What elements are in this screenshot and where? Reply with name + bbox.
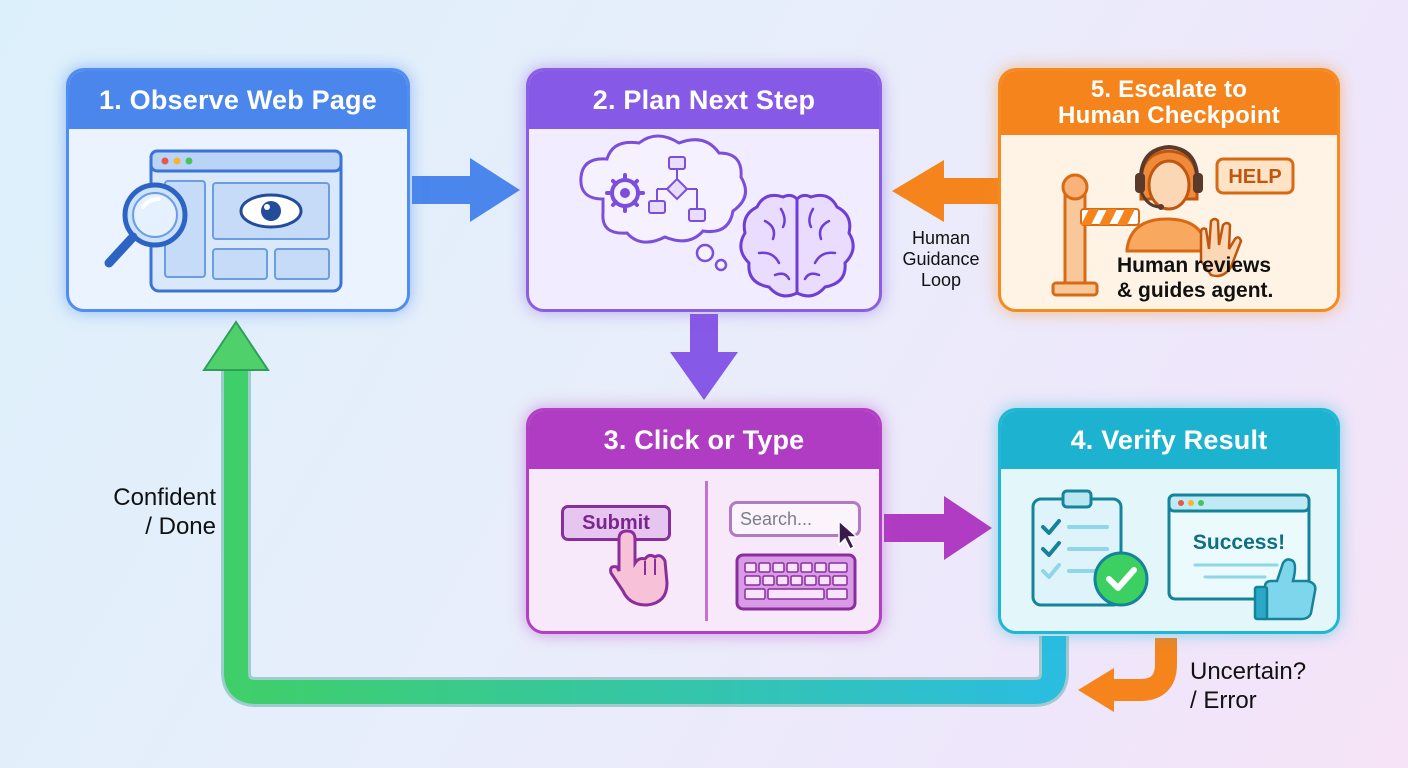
success-window-icon — [1167, 493, 1317, 621]
escalate-caption-line2: & guides agent. — [1117, 279, 1274, 303]
submit-button[interactable]: Submit — [561, 505, 671, 541]
arrow-act-to-verify — [884, 496, 992, 560]
confident-line2: / Done — [145, 512, 216, 540]
submit-button-label: Submit — [582, 511, 650, 534]
confident-done-label: Confident / Done — [86, 484, 216, 542]
step-escalate-title-line1: 5. Escalate to — [1090, 75, 1248, 103]
human-guidance-line3: Loop — [920, 270, 962, 291]
step-escalate-title: 5. Escalate to Human Checkpoint — [1001, 71, 1337, 135]
arrow-plan-to-act — [670, 314, 738, 400]
uncertain-line2: / Error — [1190, 686, 1257, 714]
step-plan-title: 2. Plan Next Step — [529, 71, 879, 129]
confident-line1: Confident — [113, 484, 216, 511]
thought-brain-icon — [579, 134, 855, 298]
step-observe-title: 1. Observe Web Page — [69, 71, 407, 129]
human-guidance-line2: Guidance — [902, 249, 980, 270]
pointing-hand-icon — [609, 529, 669, 607]
human-guidance-loop-label: Human Guidance Loop — [886, 228, 996, 292]
step-verify-title: 4. Verify Result — [1001, 411, 1337, 469]
help-sign-text: HELP — [1228, 166, 1281, 188]
success-text: Success! — [1192, 531, 1286, 554]
step-act-card: 3. Click or Type Submit Search... — [526, 408, 882, 634]
step-escalate-title-line2: Human Checkpoint — [1058, 102, 1280, 129]
cursor-icon — [838, 519, 859, 551]
uncertain-error-label: Uncertain? / Error — [1190, 658, 1306, 716]
human-guidance-line1: Human — [911, 228, 971, 248]
search-placeholder: Search... — [740, 508, 813, 529]
keyboard-icon — [735, 553, 857, 611]
human-agent-icon: HELP — [1051, 144, 1295, 297]
step-escalate-card: 5. Escalate to Human Checkpoint — [998, 68, 1340, 312]
arrow-verify-to-observe-loop — [202, 320, 1069, 707]
step-verify-card: 4. Verify Result — [998, 408, 1340, 634]
browser-magnifier-eye-icon — [104, 149, 343, 293]
escalate-caption: Human reviews & guides agent. — [1117, 253, 1273, 303]
step-observe-card: 1. Observe Web Page — [66, 68, 410, 312]
checklist-icon — [1031, 489, 1149, 607]
uncertain-line1: Uncertain? — [1190, 658, 1307, 685]
arrow-observe-to-plan — [412, 158, 520, 222]
arrow-uncertain-error — [1078, 638, 1177, 712]
arrow-escalate-to-plan — [892, 160, 998, 222]
step-act-title: 3. Click or Type — [529, 411, 879, 469]
escalate-caption-line1: Human reviews — [1117, 254, 1272, 277]
divider — [705, 481, 708, 621]
step-plan-card: 2. Plan Next Step — [526, 68, 882, 312]
